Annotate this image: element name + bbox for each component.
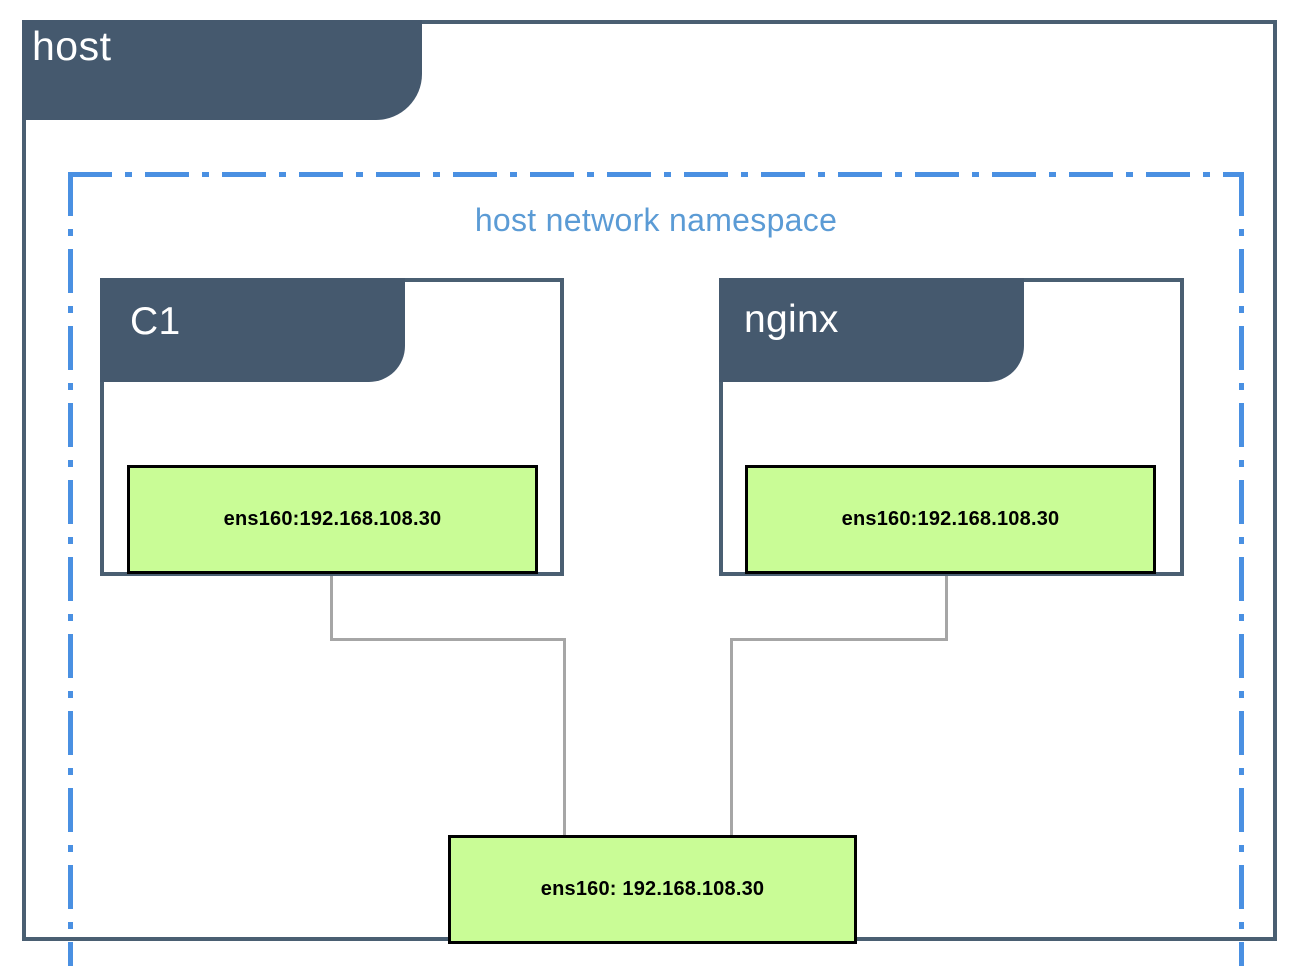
- container-c1-title-bar: [100, 278, 405, 382]
- interface-box-host: ens160: 192.168.108.30: [448, 835, 857, 944]
- interface-label-nginx: ens160:192.168.108.30: [841, 508, 1060, 530]
- container-nginx-title-label: nginx: [744, 298, 839, 341]
- interface-box-nginx: ens160:192.168.108.30: [745, 465, 1156, 574]
- interface-label-host: ens160: 192.168.108.30: [540, 878, 765, 900]
- host-title-label: host: [32, 23, 112, 69]
- interface-box-c1: ens160:192.168.108.30: [127, 465, 538, 574]
- container-nginx-title-bar: [719, 278, 1024, 382]
- connector-nginx-segment-horizontal: [730, 638, 948, 641]
- connector-c1-segment-vertical-top: [330, 573, 333, 641]
- interface-label-c1: ens160:192.168.108.30: [223, 508, 442, 530]
- container-c1-title-label: C1: [130, 300, 181, 343]
- connector-nginx-segment-vertical-bottom: [730, 638, 733, 838]
- connector-c1-segment-horizontal: [330, 638, 566, 641]
- connector-c1-segment-vertical-bottom: [563, 638, 566, 838]
- host-title-bar: [22, 20, 422, 120]
- connector-nginx-segment-vertical-top: [945, 573, 948, 641]
